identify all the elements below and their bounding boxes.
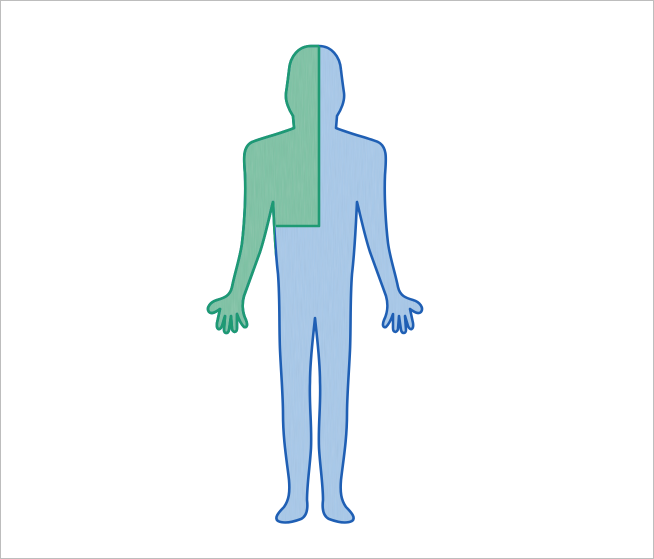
green-region-fill — [180, 30, 319, 226]
green-arm-fill — [180, 226, 275, 346]
